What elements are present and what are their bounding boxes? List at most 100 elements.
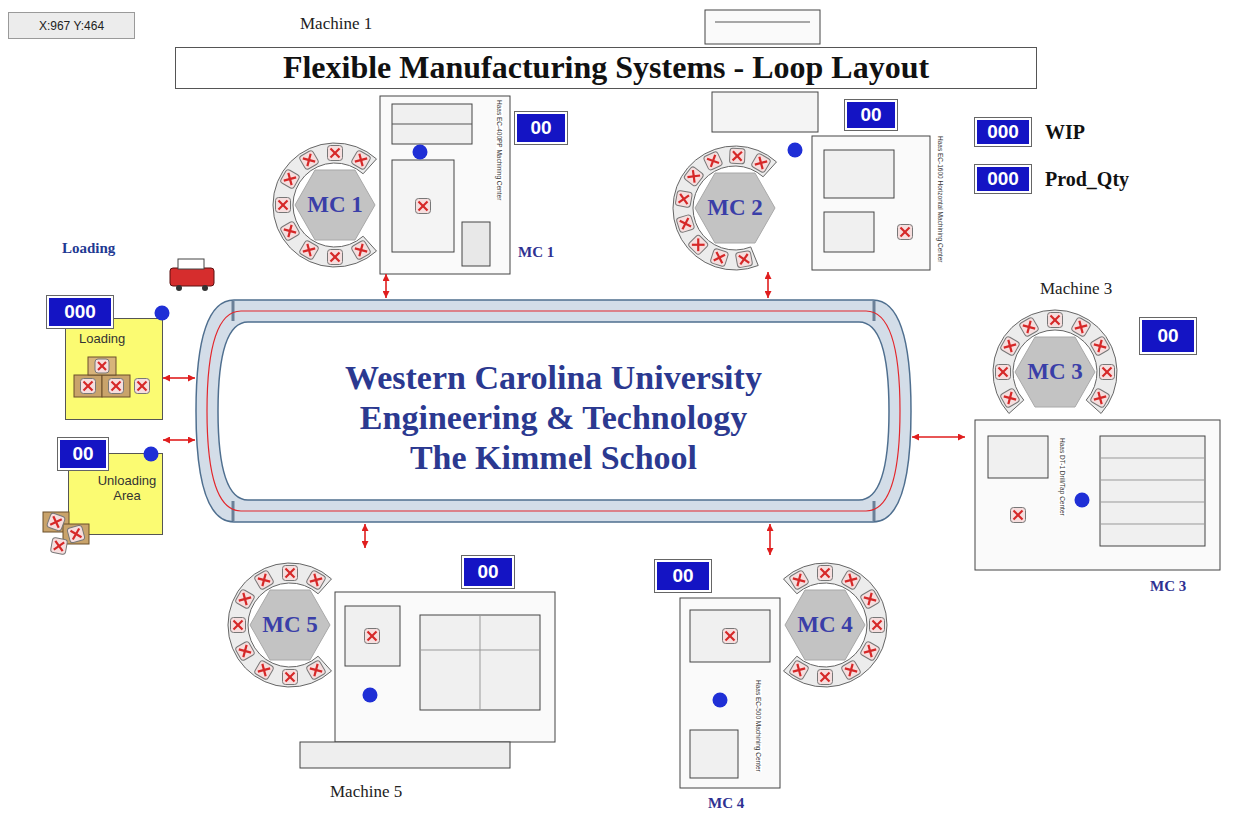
counter-display: 00 bbox=[1140, 318, 1196, 354]
transfer-link bbox=[767, 272, 769, 298]
pallet bbox=[306, 570, 326, 590]
machine-hexagon: MC 1 bbox=[295, 170, 375, 240]
pallet-mark bbox=[755, 157, 767, 169]
pallet bbox=[675, 190, 692, 207]
pallet bbox=[688, 234, 709, 255]
hexagon-shape bbox=[295, 170, 375, 240]
pallet-mark bbox=[1103, 368, 1112, 377]
school-name: The Kimmel School bbox=[410, 438, 697, 478]
pallet-mark bbox=[687, 170, 700, 183]
status-lamp bbox=[155, 306, 170, 321]
pallet-mark bbox=[84, 382, 93, 391]
pallet bbox=[1090, 336, 1110, 356]
pallet-mark bbox=[279, 201, 288, 210]
pallet-mark bbox=[368, 632, 377, 641]
pallet-mark bbox=[864, 645, 876, 657]
pallet-base bbox=[751, 153, 771, 173]
pallet-mark bbox=[707, 155, 719, 167]
track-joint bbox=[873, 301, 876, 321]
pallet-mark bbox=[901, 228, 910, 237]
machine-station: Machine 5MC 500 bbox=[220, 548, 565, 813]
vehicle-top bbox=[178, 259, 204, 269]
pallet-mark bbox=[821, 673, 830, 682]
transfer-link bbox=[163, 377, 195, 379]
pallet-mark bbox=[845, 574, 857, 586]
pallet-base bbox=[254, 660, 274, 680]
machine-part bbox=[824, 212, 874, 252]
pallet-base bbox=[898, 225, 913, 240]
pallet-mark bbox=[303, 244, 315, 256]
school-name: Engineering & Technology bbox=[360, 398, 747, 438]
pallet bbox=[1090, 388, 1110, 408]
station-area: Loading000 bbox=[65, 318, 163, 420]
pallet-mark bbox=[845, 574, 857, 586]
pallet-base bbox=[789, 660, 809, 680]
pallet-mark bbox=[286, 569, 295, 578]
pallet bbox=[254, 570, 274, 590]
pallet-base bbox=[870, 618, 885, 633]
machine-part bbox=[420, 615, 540, 710]
machine-name: Machine 5 bbox=[330, 782, 402, 802]
transfer-link bbox=[769, 524, 771, 555]
pallet bbox=[898, 225, 913, 240]
pallet-mark bbox=[303, 154, 315, 166]
machine-hexagon: MC 4 bbox=[785, 590, 865, 660]
pallet bbox=[1000, 388, 1020, 408]
pallet bbox=[1100, 365, 1115, 380]
pallet-mark bbox=[687, 170, 700, 183]
pallet-mark bbox=[1094, 340, 1106, 352]
pallet-mark bbox=[714, 252, 725, 263]
pallet-mark bbox=[355, 244, 367, 256]
pallet-mark bbox=[845, 664, 857, 676]
pallet-base bbox=[235, 589, 255, 609]
pallet-mark bbox=[112, 382, 121, 391]
pallet bbox=[1071, 317, 1091, 337]
machine-part bbox=[1100, 436, 1205, 546]
pallet bbox=[416, 199, 431, 214]
pallet bbox=[351, 150, 371, 170]
pallet bbox=[254, 660, 274, 680]
pallet-mark bbox=[733, 151, 742, 160]
pallet-mark bbox=[707, 155, 719, 167]
pallet-base bbox=[235, 641, 255, 661]
pallet-mark bbox=[98, 362, 106, 370]
station-area: Unloading Area00 bbox=[68, 453, 163, 535]
pallet bbox=[789, 660, 809, 680]
counter-value: 000 bbox=[64, 301, 96, 323]
pallet-mark bbox=[50, 516, 62, 528]
pallet-mark bbox=[355, 154, 367, 166]
pallet-base bbox=[351, 240, 371, 260]
pallet-mark bbox=[726, 632, 735, 641]
counter-value: 000 bbox=[987, 121, 1019, 143]
pallet bbox=[299, 240, 319, 260]
pallet bbox=[328, 146, 343, 161]
machine-part bbox=[392, 104, 472, 144]
status-lamp bbox=[144, 447, 159, 462]
pallet-mark bbox=[999, 368, 1008, 377]
machine-part bbox=[300, 742, 510, 768]
pallet-mark bbox=[279, 201, 288, 210]
machine-part bbox=[812, 136, 930, 270]
pallet-mark bbox=[284, 225, 296, 237]
pallet-base bbox=[299, 240, 319, 260]
pallet-mark bbox=[54, 541, 64, 551]
pallet-mark bbox=[239, 645, 251, 657]
pallet-mark bbox=[284, 225, 296, 237]
pallet-mark bbox=[1014, 511, 1023, 520]
pallet-base bbox=[306, 570, 326, 590]
counter-value: 00 bbox=[1157, 325, 1178, 347]
pallet bbox=[818, 670, 833, 685]
pallet bbox=[818, 566, 833, 581]
pallet bbox=[109, 379, 124, 394]
vehicle-wheel bbox=[202, 285, 208, 291]
pallet-mark bbox=[258, 574, 270, 586]
counter-value: 00 bbox=[672, 565, 693, 587]
area-name: Unloading Area bbox=[94, 473, 160, 503]
pallet-mark bbox=[793, 574, 805, 586]
pallet-base bbox=[95, 359, 109, 373]
pallet bbox=[306, 660, 326, 680]
pallet-base bbox=[283, 670, 298, 685]
pallet bbox=[351, 240, 371, 260]
pallet-base bbox=[860, 589, 880, 609]
pallet-mark bbox=[331, 149, 340, 158]
